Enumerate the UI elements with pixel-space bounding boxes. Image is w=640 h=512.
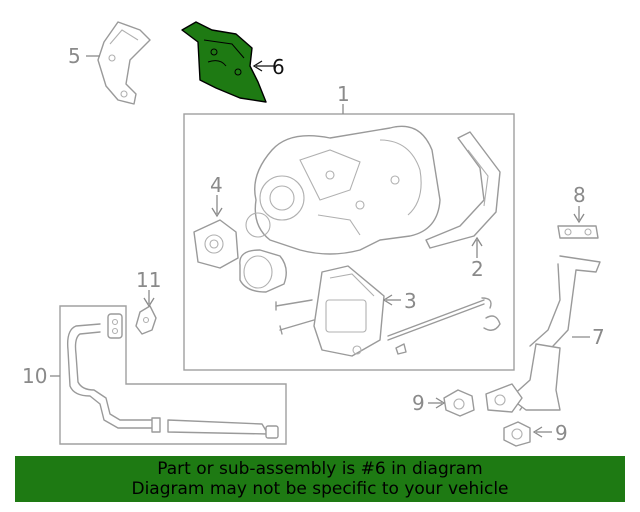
- callout-1: 1: [337, 82, 350, 106]
- part-7-oil-pipe: [485, 255, 601, 413]
- callout-9a: 9: [412, 391, 425, 415]
- callout-8: 8: [573, 183, 586, 207]
- callout-5: 5: [68, 44, 81, 68]
- notice-banner: Part or sub-assembly is #6 in diagram Di…: [15, 456, 625, 502]
- callout-9b: 9: [555, 421, 568, 445]
- turbo-assembly-frame: [183, 113, 515, 371]
- callout-3: 3: [404, 289, 417, 313]
- callout-2: 2: [471, 257, 484, 281]
- part-11-bracket: [135, 290, 157, 335]
- callout-10: 10: [22, 364, 47, 388]
- part-4-flange: [193, 195, 239, 269]
- part-9-flange-b: [503, 421, 552, 447]
- part-5-bracket: [86, 21, 151, 105]
- banner-line-2: Diagram may not be specific to your vehi…: [131, 479, 509, 499]
- part-3-wastegate-actuator: [275, 265, 501, 357]
- turbocharger-body: [239, 125, 441, 293]
- coolant-lines-frame: [59, 305, 287, 445]
- part-8-bracket: [557, 206, 599, 239]
- callout-11: 11: [136, 268, 161, 292]
- part-9-flange-a: [428, 389, 475, 417]
- parts-diagram: 1 4 2: [22, 21, 605, 447]
- part-6-heat-shield-highlighted: [181, 21, 274, 103]
- part-10-coolant-lines: [66, 313, 279, 439]
- part-2-heat-shield: [425, 131, 501, 258]
- banner-line-1: Part or sub-assembly is #6 in diagram: [157, 459, 483, 479]
- callout-6: 6: [272, 55, 285, 79]
- callout-7: 7: [592, 325, 605, 349]
- callout-4: 4: [210, 173, 223, 197]
